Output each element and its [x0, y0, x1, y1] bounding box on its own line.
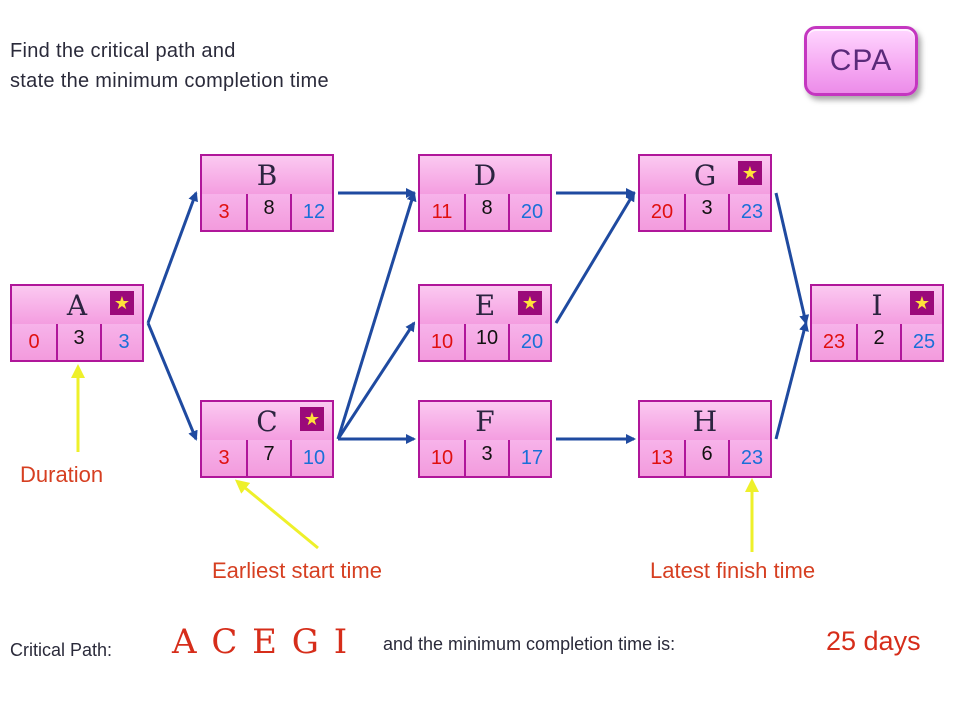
- latest-finish-value: 10: [302, 446, 326, 469]
- star-icon: ★: [910, 291, 934, 315]
- duration-value: 7: [246, 440, 292, 476]
- duration-value: 2: [856, 324, 902, 360]
- activity-node-f: F 10 3 17: [418, 400, 552, 478]
- activity-header: A★: [12, 286, 142, 326]
- latest-finish-value: 23: [740, 200, 764, 223]
- activity-header: G★: [640, 156, 770, 196]
- duration-text: 8: [481, 196, 493, 219]
- duration-text: 6: [701, 442, 713, 465]
- activity-name: A: [66, 288, 88, 322]
- dependency-arrow-a-c: [146, 322, 198, 441]
- activity-name: C: [256, 404, 278, 438]
- latest-finish-value: 20: [520, 330, 544, 353]
- latest-finish-label: Latest finish time: [650, 558, 816, 583]
- earliest-start-pointer-arrow: [234, 479, 319, 550]
- activity-times: 3 7 10: [202, 440, 332, 476]
- duration-text: 3: [701, 196, 713, 219]
- latest-finish-value: 20: [520, 200, 544, 223]
- dependency-arrow-h-i: [774, 321, 809, 440]
- duration-label: Duration: [20, 462, 104, 487]
- dependency-arrow-c-d: [336, 191, 417, 440]
- activity-header: F: [420, 402, 550, 442]
- activity-times: 23 2 25: [812, 324, 942, 360]
- earliest-start-value: 0: [28, 330, 40, 353]
- dependency-arrow-a-b: [146, 191, 198, 324]
- activity-name: H: [692, 404, 718, 438]
- earliest-start-value: 3: [218, 446, 230, 469]
- cpa-button[interactable]: CPA: [804, 26, 918, 96]
- duration-value: 3: [684, 194, 730, 230]
- earliest-start-value: 10: [430, 446, 454, 469]
- activity-node-b: B 3 8 12: [200, 154, 334, 232]
- activity-name: I: [871, 288, 883, 322]
- latest-finish-value: 17: [520, 446, 544, 469]
- duration-text: 3: [73, 326, 85, 349]
- activity-times: 10 10 20: [420, 324, 550, 360]
- earliest-start-value: 10: [430, 330, 454, 353]
- duration-text: 10: [475, 326, 499, 349]
- dependency-arrow-e-g: [554, 191, 636, 324]
- latest-finish-value: 23: [740, 446, 764, 469]
- activity-node-d: D 11 8 20: [418, 154, 552, 232]
- earliest-start-value: 20: [650, 200, 674, 223]
- duration-value: 3: [464, 440, 510, 476]
- activity-header: I★: [812, 286, 942, 326]
- instruction-line-1: Find the critical path and: [10, 40, 236, 62]
- duration-value: 10: [464, 324, 510, 360]
- activity-times: 3 8 12: [202, 194, 332, 230]
- duration-text: 3: [481, 442, 493, 465]
- critical-path-value: A C E G I: [172, 622, 350, 662]
- earliest-start-value: 11: [431, 200, 453, 223]
- activity-name: D: [473, 158, 497, 192]
- duration-text: 7: [263, 442, 275, 465]
- latest-finish-value: 25: [912, 330, 936, 353]
- activity-name: G: [693, 158, 717, 192]
- critical-path-label: Critical Path:: [10, 640, 113, 660]
- duration-text: 2: [873, 326, 885, 349]
- earliest-start-label: Earliest start time: [212, 558, 382, 583]
- earliest-start-value: 23: [822, 330, 846, 353]
- star-icon: ★: [110, 291, 134, 315]
- duration-value: 8: [246, 194, 292, 230]
- activity-name: E: [474, 288, 496, 322]
- star-icon: ★: [738, 161, 762, 185]
- min-time-label: and the minimum completion time is:: [383, 634, 676, 654]
- instruction-line-2: state the minimum completion time: [10, 70, 329, 92]
- duration-value: 8: [464, 194, 510, 230]
- activity-header: H: [640, 402, 770, 442]
- activity-header: E★: [420, 286, 550, 326]
- activity-header: D: [420, 156, 550, 196]
- activity-name: B: [256, 158, 278, 192]
- activity-times: 20 3 23: [640, 194, 770, 230]
- activity-times: 11 8 20: [420, 194, 550, 230]
- earliest-start-value: 13: [650, 446, 674, 469]
- dependency-arrow-g-i: [774, 192, 810, 325]
- latest-finish-value: 12: [302, 200, 326, 223]
- dependency-arrow-c-e: [336, 321, 416, 440]
- duration-text: 8: [263, 196, 275, 219]
- star-icon: ★: [300, 407, 324, 431]
- earliest-start-value: 3: [218, 200, 230, 223]
- min-time-value: 25 days: [826, 626, 921, 656]
- activity-name: F: [475, 404, 495, 438]
- star-icon: ★: [518, 291, 542, 315]
- activity-node-h: H 13 6 23: [638, 400, 772, 478]
- activity-times: 10 3 17: [420, 440, 550, 476]
- activity-header: B: [202, 156, 332, 196]
- duration-value: 3: [56, 324, 102, 360]
- duration-value: 6: [684, 440, 730, 476]
- activity-header: C★: [202, 402, 332, 442]
- activity-times: 0 3 3: [12, 324, 142, 360]
- latest-finish-value: 3: [118, 330, 130, 353]
- instructions: Find the critical path and state the min…: [10, 36, 329, 96]
- activity-times: 13 6 23: [640, 440, 770, 476]
